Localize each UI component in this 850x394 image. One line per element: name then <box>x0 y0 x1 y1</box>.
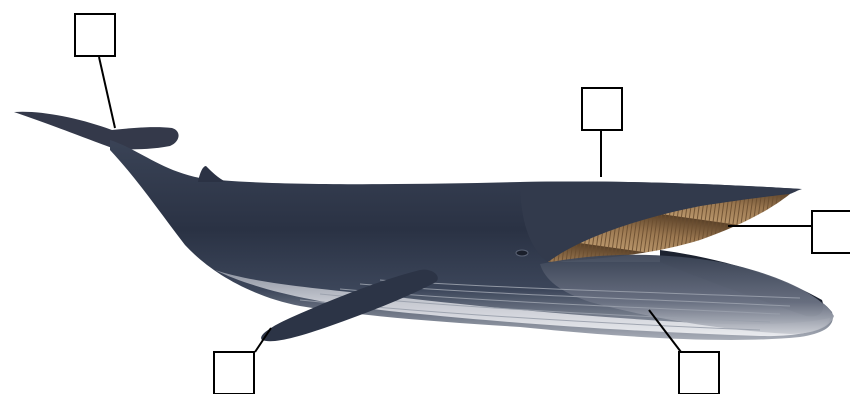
leader-line-tail <box>99 57 115 128</box>
tail-fluke <box>14 112 179 150</box>
label-box-back[interactable] <box>582 88 622 130</box>
dorsal-fin <box>198 166 226 182</box>
label-box-flipper[interactable] <box>214 352 254 394</box>
label-box-tail[interactable] <box>75 14 115 56</box>
label-box-throat[interactable] <box>679 352 719 394</box>
label-box-baleen[interactable] <box>812 211 850 253</box>
eye <box>516 250 528 256</box>
